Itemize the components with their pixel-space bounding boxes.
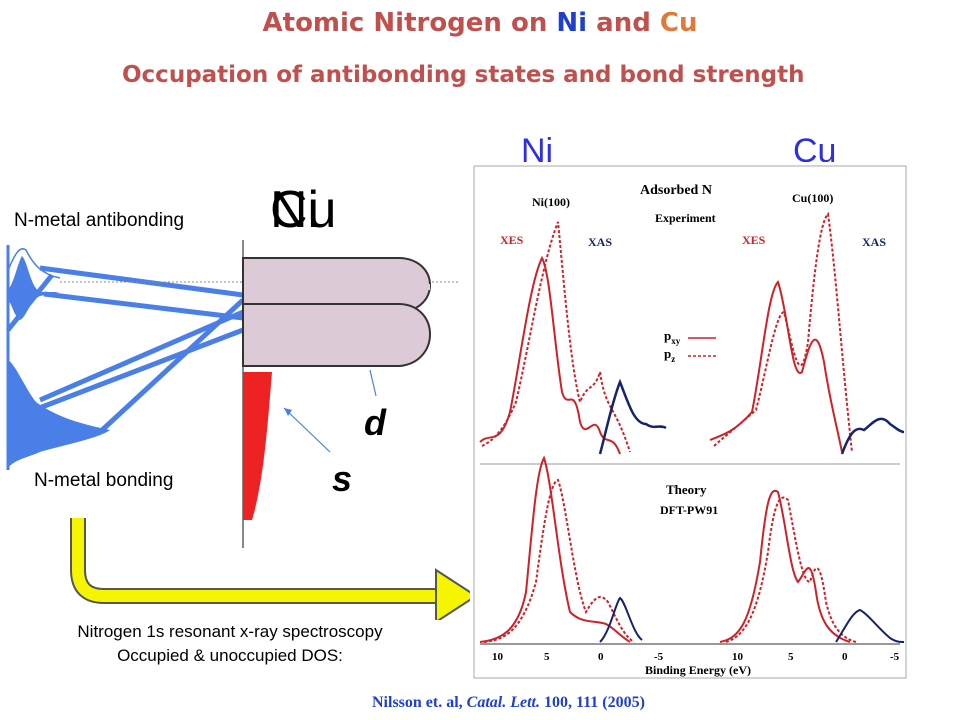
d-band-lower (242, 303, 431, 367)
fig-cu-surface: Cu(100) (792, 191, 833, 205)
citation: Nilsson et. al, Catal. Lett. 100, 111 (2… (372, 694, 645, 712)
dos-schematic (6, 240, 460, 548)
tick-label: -5 (654, 651, 664, 663)
theory-cu-xas (835, 608, 905, 643)
connector-line-5 (39, 309, 244, 403)
exp-cu-xes-pxy (709, 280, 843, 453)
exp-ni-xes-pz (481, 221, 631, 453)
d-band-label: d (364, 402, 386, 443)
fig-experiment: Experiment (655, 211, 716, 225)
fig-theory: Theory (666, 482, 707, 497)
theory-cu-pxy (719, 489, 851, 643)
exp-ni-xes-pxy (479, 255, 621, 455)
tick-label: 0 (842, 651, 848, 663)
s-band (243, 372, 272, 520)
caption-line-2: Occupied & unoccupied DOS: (117, 646, 343, 665)
fig-xas-ni: XAS (588, 235, 612, 249)
fig-pxy: pxy (664, 328, 681, 346)
tick-label: 0 (598, 651, 604, 663)
tick-label: 5 (544, 651, 550, 663)
fig-ni-surface: Ni(100) (532, 195, 570, 209)
fig-pz: pz (664, 346, 675, 364)
fig-xes-cu: XES (742, 233, 766, 247)
exp-ni-xas (598, 378, 667, 455)
theory-cu-pz (725, 496, 857, 643)
d-pointer (369, 369, 377, 397)
overlay-cu: Cu (270, 181, 337, 239)
connector-line-2 (43, 291, 244, 321)
page-subtitle: Occupation of antibonding states and bon… (122, 62, 805, 88)
antibonding-label: N-metal antibonding (14, 210, 185, 231)
tick-label: 10 (732, 651, 744, 663)
theory-ni-pz (483, 478, 635, 643)
s-pointer (283, 407, 331, 453)
caption-line-1: Nitrogen 1s resonant x-ray spectroscopy (77, 622, 383, 641)
exp-cu-xas (840, 417, 905, 455)
page-title: Atomic Nitrogen on Ni and Cu (0, 8, 960, 38)
fig-method: DFT-PW91 (660, 503, 718, 517)
yellow-arrow (70, 518, 478, 620)
connector-line-6 (7, 327, 244, 423)
tick-label: -5 (890, 651, 900, 663)
n-dos-lower-peak (8, 360, 110, 468)
n-dos-antibonding-outline (7, 248, 61, 279)
s-band-label: s (332, 458, 353, 499)
fig-xlabel: Binding Energy (eV) (645, 663, 751, 677)
title-prefix: Atomic Nitrogen on (262, 8, 557, 38)
spectra-figure: Adsorbed N Experiment Ni(100) Cu(100) XE… (470, 162, 910, 682)
citation-journal: Catal. Lett. (466, 694, 540, 711)
tick-label: 5 (788, 651, 794, 663)
exp-cu-xes-pz (713, 211, 853, 453)
fig-header: Adsorbed N (640, 183, 712, 198)
bonding-label: N-metal bonding (34, 470, 174, 491)
title-and: and (587, 8, 660, 38)
tick-label: 10 (492, 651, 504, 663)
fig-xas-cu: XAS (862, 235, 886, 249)
fig-xes-ni: XES (500, 233, 524, 247)
n-dos-upper-peak (8, 256, 60, 320)
citation-authors: Nilsson et. al, (372, 694, 467, 711)
overlay-ni: Ni (270, 181, 320, 239)
theory-ni-xas (599, 596, 643, 643)
title-ni: Ni (556, 8, 588, 38)
citation-ref: 100, 111 (2005) (540, 694, 645, 711)
title-cu: Cu (659, 8, 698, 38)
connector-line-3 (6, 273, 54, 332)
